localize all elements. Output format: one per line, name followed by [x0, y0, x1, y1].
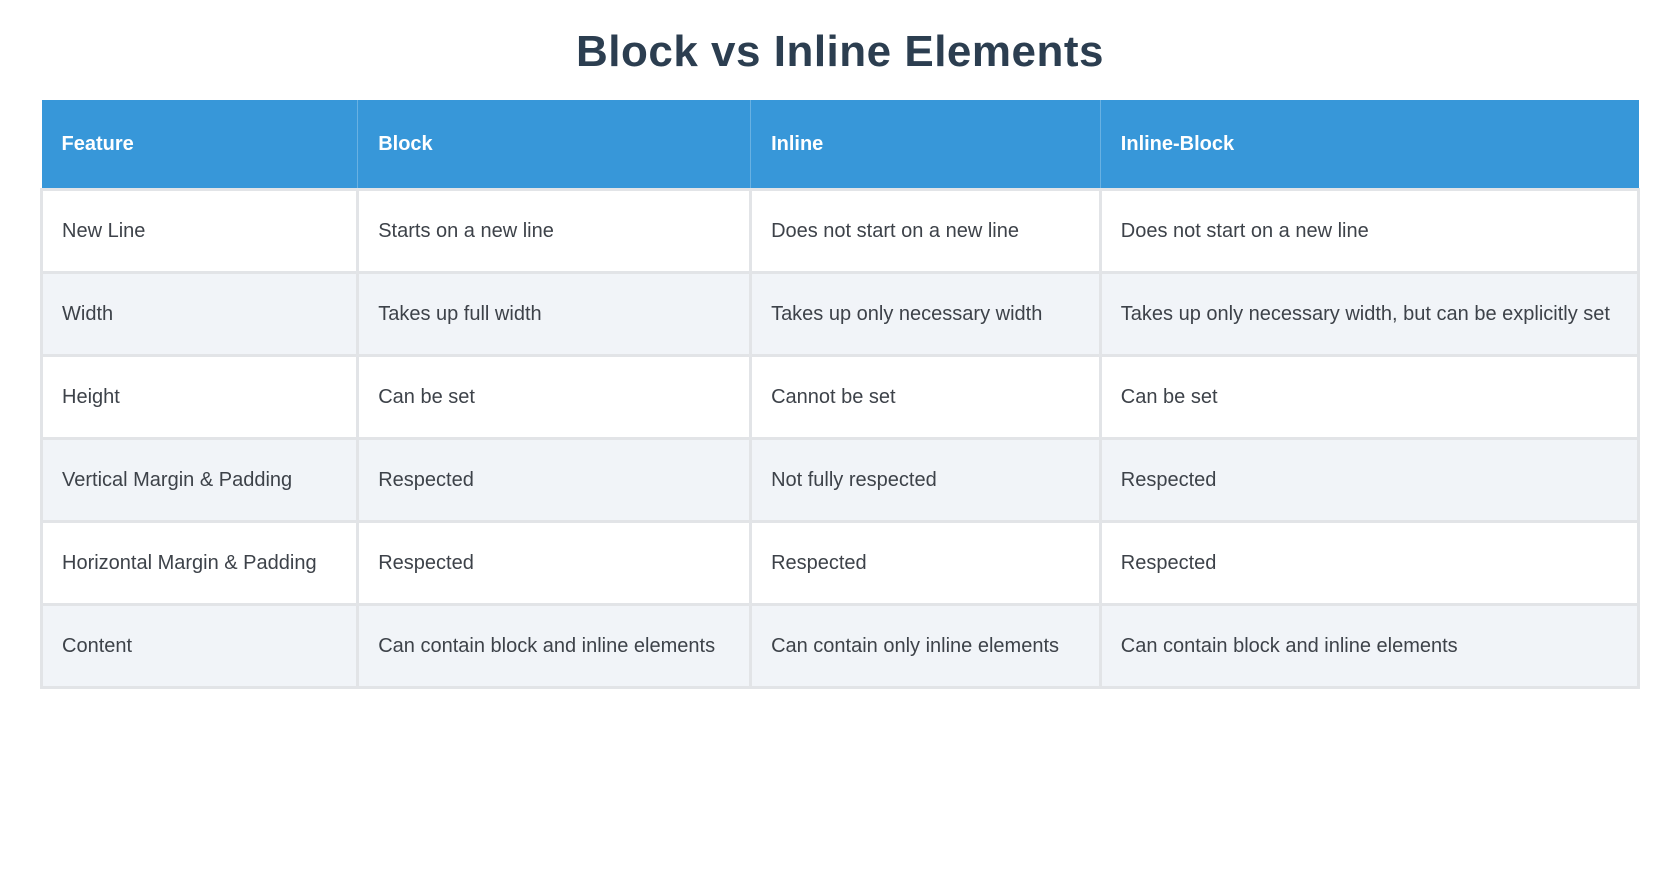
- value-cell: Can be set: [356, 354, 753, 440]
- value-cell: Does not start on a new line: [749, 188, 1102, 274]
- value-cell: Can contain only inline elements: [749, 603, 1102, 689]
- column-header-block: Block: [357, 100, 751, 190]
- value-cell: Respected: [356, 437, 753, 523]
- feature-cell: Content: [39, 603, 360, 689]
- value-cell: Takes up only necessary width, but can b…: [1098, 271, 1641, 357]
- table-row: Content Can contain block and inline ele…: [39, 603, 1641, 689]
- value-cell: Takes up full width: [356, 271, 753, 357]
- feature-cell: Height: [39, 354, 360, 440]
- feature-cell: Horizontal Margin & Padding: [39, 520, 360, 606]
- comparison-table: Feature Block Inline Inline-Block New Li…: [39, 100, 1641, 689]
- page-title: Block vs Inline Elements: [576, 27, 1104, 76]
- table-row: Width Takes up full width Takes up only …: [39, 271, 1641, 357]
- column-header-inline: Inline: [750, 100, 1101, 190]
- table-row: Vertical Margin & Padding Respected Not …: [39, 437, 1641, 523]
- feature-cell: Width: [39, 271, 360, 357]
- column-header-feature: Feature: [41, 100, 358, 190]
- value-cell: Can be set: [1098, 354, 1641, 440]
- value-cell: Not fully respected: [749, 437, 1102, 523]
- value-cell: Starts on a new line: [356, 188, 753, 274]
- table-header-row: Feature Block Inline Inline-Block: [41, 100, 1639, 190]
- feature-cell: Vertical Margin & Padding: [39, 437, 360, 523]
- value-cell: Respected: [749, 520, 1102, 606]
- value-cell: Can contain block and inline elements: [1098, 603, 1641, 689]
- value-cell: Can contain block and inline elements: [356, 603, 753, 689]
- value-cell: Does not start on a new line: [1098, 188, 1641, 274]
- feature-cell: New Line: [39, 188, 360, 274]
- value-cell: Respected: [1098, 437, 1641, 523]
- value-cell: Respected: [1098, 520, 1641, 606]
- table-row: Height Can be set Cannot be set Can be s…: [39, 354, 1641, 440]
- value-cell: Respected: [356, 520, 753, 606]
- table-row: Horizontal Margin & Padding Respected Re…: [39, 520, 1641, 606]
- column-header-inline-block: Inline-Block: [1099, 100, 1639, 190]
- value-cell: Takes up only necessary width: [749, 271, 1102, 357]
- value-cell: Cannot be set: [749, 354, 1102, 440]
- table-row: New Line Starts on a new line Does not s…: [39, 188, 1641, 274]
